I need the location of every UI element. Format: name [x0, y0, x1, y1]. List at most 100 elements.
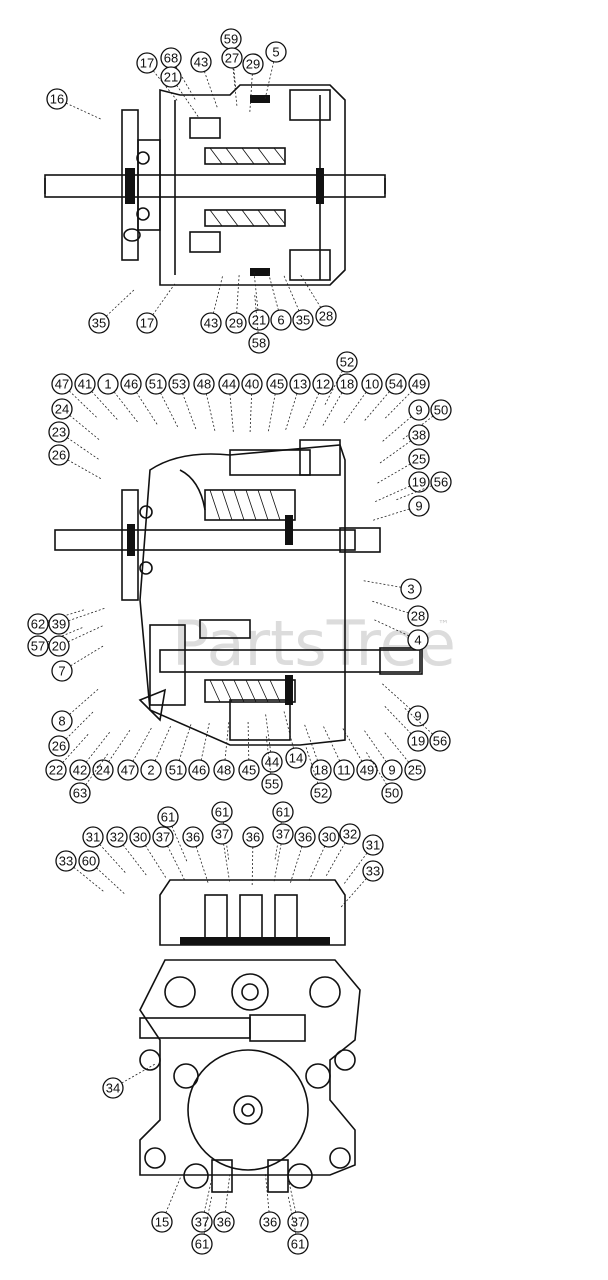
callout-41: 41	[74, 373, 96, 395]
callout-leader	[247, 720, 250, 761]
callout-leader	[224, 720, 230, 761]
callout-number: 19	[412, 475, 426, 490]
callout-circle	[140, 759, 162, 781]
callout-23: 23	[48, 421, 70, 443]
callout-number: 47	[55, 377, 69, 392]
callout-35: 35	[88, 312, 110, 334]
callout-number: 50	[385, 786, 399, 801]
callout-number: 7	[58, 664, 65, 679]
callout-number: 17	[140, 56, 154, 71]
callout-33: 33	[362, 860, 384, 882]
callout-circle	[261, 751, 283, 773]
callout-62: 62	[27, 613, 49, 635]
callout-number: 28	[411, 609, 425, 624]
callout-leader	[195, 846, 210, 885]
callout-number: 25	[412, 452, 426, 467]
callout-10: 10	[361, 373, 383, 395]
callout-20: 20	[48, 635, 70, 657]
callout-37: 37	[152, 826, 174, 848]
callout-63: 63	[69, 782, 91, 804]
callout-leader	[251, 846, 254, 887]
callout-circle	[92, 759, 114, 781]
callout-circle	[182, 826, 204, 848]
callout-number: 37	[276, 827, 290, 842]
callout-circle	[336, 351, 358, 373]
callout-number: 24	[96, 763, 110, 778]
callout-number: 22	[49, 763, 63, 778]
callout-number: 32	[343, 827, 357, 842]
callout-number: 34	[106, 1081, 120, 1096]
callout-circle	[200, 312, 222, 334]
callout-circle	[51, 373, 73, 395]
callout-12: 12	[312, 373, 334, 395]
callout-54: 54	[385, 373, 407, 395]
callout-number: 43	[194, 55, 208, 70]
callout-circle	[430, 399, 452, 421]
callout-number: 35	[92, 316, 106, 331]
callout-number: 9	[414, 709, 421, 724]
callout-leader	[362, 728, 387, 763]
callout-number: 15	[155, 1215, 169, 1230]
callout-circle	[69, 759, 91, 781]
callout-47: 47	[117, 759, 139, 781]
callout-leader	[321, 392, 343, 428]
callout-leader	[160, 392, 179, 429]
callout-leader	[96, 867, 126, 896]
callout-leader	[284, 393, 298, 432]
callout-leader	[73, 866, 106, 893]
callout-1: 1	[97, 373, 119, 395]
callout-number: 36	[186, 830, 200, 845]
callout-number: 33	[59, 854, 73, 869]
callout-circle	[400, 578, 422, 600]
callout-leader	[305, 745, 319, 784]
callout-circle	[310, 759, 332, 781]
callout-number: 48	[197, 377, 211, 392]
callout-circle	[120, 373, 142, 395]
callout-number: 10	[365, 377, 379, 392]
callout-leader	[223, 843, 231, 884]
callout-circle	[248, 332, 270, 354]
callout-28: 28	[407, 605, 429, 627]
callout-number: 36	[263, 1215, 277, 1230]
callout-leader	[380, 416, 412, 443]
callout-leader	[236, 273, 240, 314]
callout-59: 59	[220, 28, 242, 50]
callout-number: 17	[140, 316, 154, 331]
callout-number: 26	[52, 448, 66, 463]
callout-circle	[407, 705, 429, 727]
callout-53: 53	[168, 373, 190, 395]
callout-18: 18	[310, 759, 332, 781]
callout-7: 7	[51, 660, 73, 682]
callout-leader	[283, 709, 294, 749]
callout-number: 42	[73, 763, 87, 778]
callout-16: 16	[46, 88, 68, 110]
callout-43: 43	[190, 51, 212, 73]
callout-leader	[267, 271, 279, 311]
callout-circle	[312, 373, 334, 395]
callout-circle	[211, 801, 233, 823]
callout-number: 19	[411, 734, 425, 749]
callout-circle	[356, 759, 378, 781]
callout-21: 21	[248, 309, 270, 331]
callout-leader	[47, 608, 86, 622]
callout-61: 61	[157, 806, 179, 828]
callout-leader	[165, 1175, 182, 1213]
callout-number: 31	[86, 830, 100, 845]
callout-leader	[108, 728, 132, 762]
callout-number: 45	[270, 377, 284, 392]
callout-leader	[364, 750, 388, 785]
callout-circle	[272, 823, 294, 845]
callout-19: 19	[407, 730, 429, 752]
callout-9: 9	[408, 495, 430, 517]
callout-circle	[69, 782, 91, 804]
callout-leader	[67, 437, 101, 461]
callout-51: 51	[165, 759, 187, 781]
callout-leader	[264, 61, 275, 101]
callout-leader	[254, 293, 259, 334]
callout-number: 29	[246, 57, 260, 72]
callout-11: 11	[333, 759, 355, 781]
callout-number: 14	[289, 751, 303, 766]
callout-leader	[403, 706, 433, 735]
callout-leader	[68, 607, 107, 622]
callout-circle	[102, 1077, 124, 1099]
